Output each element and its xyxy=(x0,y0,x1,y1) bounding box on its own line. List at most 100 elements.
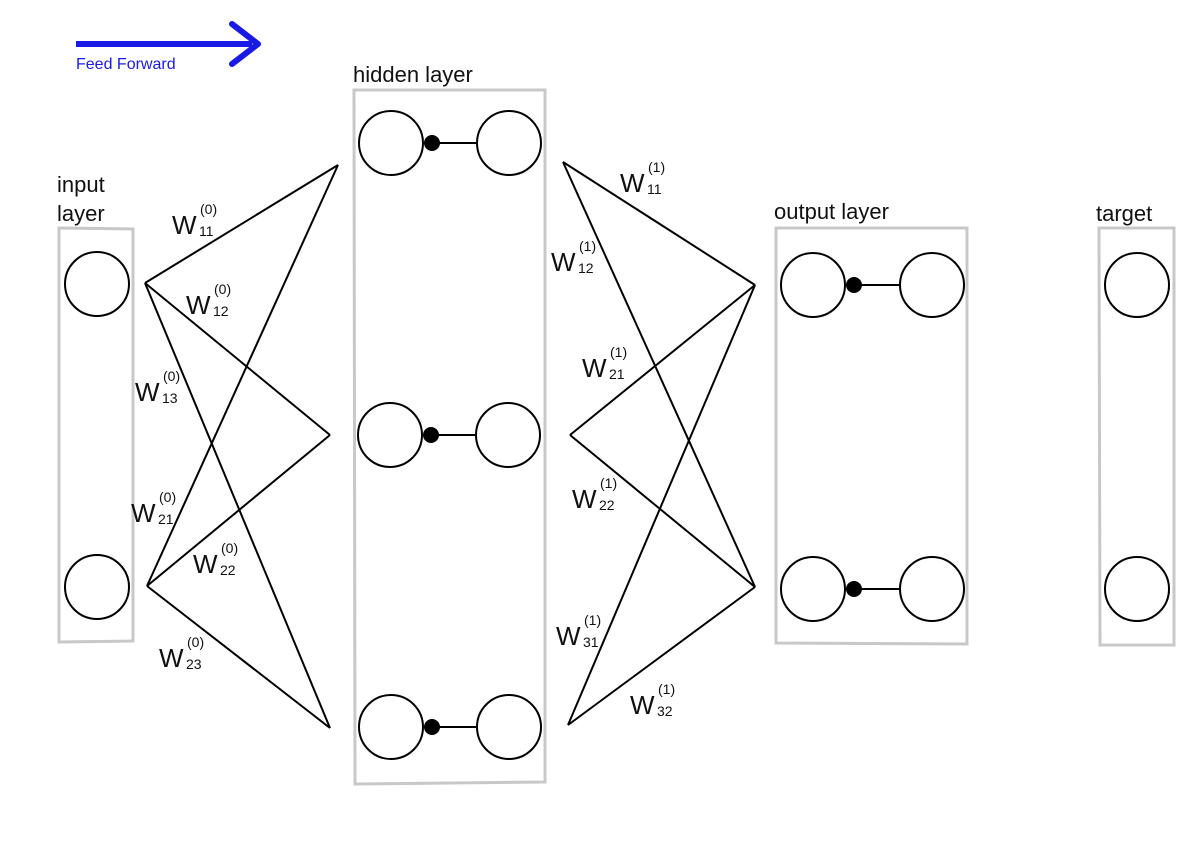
hidden-unit-1-dot xyxy=(424,135,440,151)
target-neuron-1 xyxy=(1104,252,1170,318)
weight-label-w21-1: W (1) 21 xyxy=(582,344,627,383)
hidden-layer-label: hidden layer xyxy=(353,62,473,87)
connection-w13-0 xyxy=(144,282,331,729)
weight-superscript: (1) xyxy=(584,612,601,628)
hidden-neuron-2a xyxy=(357,402,423,468)
weight-symbol: W xyxy=(131,498,156,528)
hidden-unit-2 xyxy=(357,402,541,468)
connection-w21-0 xyxy=(146,164,339,587)
weight-symbol: W xyxy=(620,168,645,198)
hidden-layer-box xyxy=(352,88,547,786)
weight-superscript: (1) xyxy=(579,238,596,254)
weight-superscript: (0) xyxy=(214,281,231,297)
weight-label-w21-0: W (0) 21 xyxy=(131,489,176,528)
weight-symbol: W xyxy=(572,484,597,514)
output-unit-1-dot xyxy=(846,277,862,293)
weight-label-w31-1: W (1) 31 xyxy=(556,612,601,651)
weight-superscript: (0) xyxy=(187,634,204,650)
output-unit-1 xyxy=(780,252,965,318)
target-label: target xyxy=(1096,201,1152,226)
weight-subscript: 11 xyxy=(199,223,214,239)
output-neuron-1b xyxy=(899,252,965,318)
weight-superscript: (1) xyxy=(600,475,617,491)
weight-subscript: 32 xyxy=(657,703,673,719)
hidden-unit-3 xyxy=(358,694,542,760)
weight-subscript: 31 xyxy=(583,634,599,650)
input-layer-label-line1: input xyxy=(57,172,105,197)
input-to-hidden-connections xyxy=(144,164,339,729)
weight-superscript: (0) xyxy=(221,540,238,556)
weight-label-w22-1: W (1) 22 xyxy=(572,475,617,514)
weight-subscript: 23 xyxy=(186,656,202,672)
feed-forward-legend: Feed Forward xyxy=(76,21,261,73)
weight-subscript: 11 xyxy=(647,181,662,197)
weight-symbol: W xyxy=(556,621,581,651)
output-layer-box xyxy=(774,226,969,646)
weight-label-w12-0: W (0) 12 xyxy=(186,281,231,320)
connection-w12-1 xyxy=(562,161,756,588)
hidden-neuron-3b xyxy=(476,694,542,760)
target-neuron-2 xyxy=(1104,556,1170,622)
weight-symbol: W xyxy=(630,690,655,720)
weight-symbol: W xyxy=(172,210,197,240)
weight-subscript: 12 xyxy=(578,260,594,276)
feed-forward-label: Feed Forward xyxy=(76,56,176,73)
hidden-neuron-1a xyxy=(358,110,424,176)
input-layer-box xyxy=(57,226,135,644)
weight-symbol: W xyxy=(193,549,218,579)
weight-label-w12-1: W (1) 12 xyxy=(551,238,596,277)
connection-w31-1 xyxy=(567,284,756,726)
input-neuron-2 xyxy=(64,554,130,620)
output-layer-label: output layer xyxy=(774,199,889,224)
connection-w22-0 xyxy=(146,434,331,587)
weight-symbol: W xyxy=(551,247,576,277)
weight-label-w13-0: W (0) 13 xyxy=(135,368,180,407)
weight-label-w23-0: W (0) 23 xyxy=(159,634,204,673)
hidden-neuron-3a xyxy=(358,694,424,760)
output-unit-2 xyxy=(780,556,965,622)
output-neuron-2a xyxy=(780,556,846,622)
hidden-neuron-1b xyxy=(476,110,542,176)
weight-superscript: (0) xyxy=(163,368,180,384)
weight-subscript: 13 xyxy=(162,390,178,406)
weight-label-w11-0: W (0) 11 xyxy=(172,201,217,240)
output-unit-2-dot xyxy=(846,581,862,597)
weight-superscript: (0) xyxy=(200,201,217,217)
weight-label-w32-1: W (1) 32 xyxy=(630,681,675,720)
connection-w32-1 xyxy=(567,586,756,726)
weight-subscript: 12 xyxy=(213,303,229,319)
output-neuron-2b xyxy=(899,556,965,622)
connection-w23-0 xyxy=(146,585,331,729)
feed-forward-arrow-head-icon xyxy=(229,21,261,67)
output-neuron-1a xyxy=(780,252,846,318)
hidden-unit-3-dot xyxy=(424,719,440,735)
connection-w11-0 xyxy=(144,164,339,284)
weight-symbol: W xyxy=(582,353,607,383)
hidden-unit-1 xyxy=(358,110,542,176)
weight-subscript: 22 xyxy=(220,562,236,578)
weight-subscript: 21 xyxy=(609,366,625,382)
weight-symbol: W xyxy=(135,377,160,407)
connection-w11-1 xyxy=(562,161,756,286)
weight-superscript: (1) xyxy=(610,344,627,360)
connection-w22-1 xyxy=(569,434,756,588)
weight-subscript: 21 xyxy=(158,511,174,527)
weight-subscript: 22 xyxy=(599,497,615,513)
weight-symbol: W xyxy=(186,290,211,320)
connection-w21-1 xyxy=(569,284,756,436)
hidden-to-output-connections xyxy=(562,161,756,726)
connection-w12-0 xyxy=(144,282,331,436)
weight-superscript: (1) xyxy=(648,159,665,175)
hidden-unit-2-dot xyxy=(423,427,439,443)
weight-superscript: (0) xyxy=(159,489,176,505)
hidden-neuron-2b xyxy=(475,402,541,468)
weight-label-w22-0: W (0) 22 xyxy=(193,540,238,579)
input-layer-label-line2: layer xyxy=(57,201,105,226)
input-neuron-1 xyxy=(64,251,130,317)
weight-symbol: W xyxy=(159,643,184,673)
weight-label-w11-1: W (1) 11 xyxy=(620,159,665,198)
target-layer-box xyxy=(1097,226,1176,647)
weight-superscript: (1) xyxy=(658,681,675,697)
